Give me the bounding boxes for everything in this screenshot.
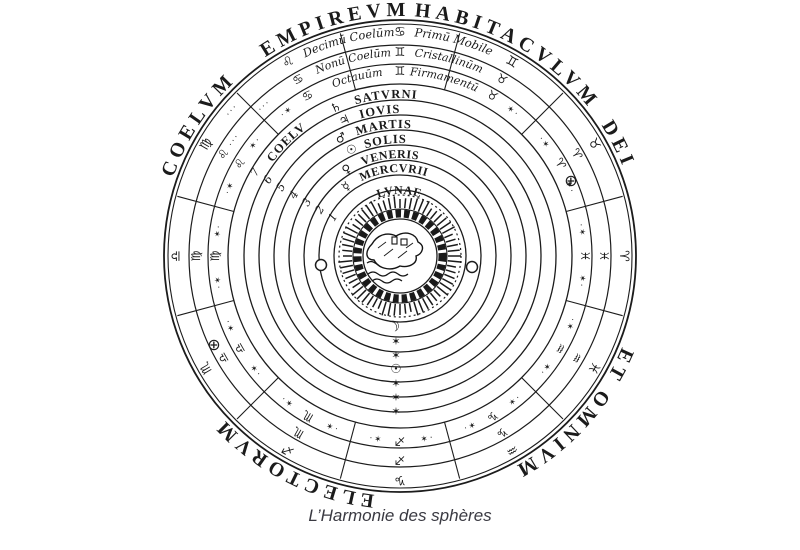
star-axis-icon: ✶ bbox=[391, 391, 400, 404]
star-cluster: ·✶ bbox=[213, 274, 225, 289]
division-line bbox=[339, 421, 357, 479]
venus-icon: ♀ bbox=[339, 161, 354, 178]
sphere-number-4: 4 bbox=[286, 188, 301, 201]
zodiac-libra-icon: ♎ bbox=[231, 340, 249, 356]
star-cluster: ·✶ bbox=[575, 223, 587, 238]
zodiac-division-lines bbox=[177, 33, 623, 479]
figure-caption: L’Harmonie des sphères bbox=[308, 506, 492, 525]
star-cluster: ✶· bbox=[504, 104, 521, 120]
sphere-number-2: 2 bbox=[312, 203, 327, 216]
zodiac-capricornus-icon: ♑ bbox=[494, 424, 510, 442]
sphere-number-5: 5 bbox=[274, 181, 289, 194]
mars-icon: ♂ bbox=[333, 129, 349, 146]
star-axis-icon: ✶ bbox=[391, 405, 400, 418]
earth-buildings bbox=[391, 236, 408, 246]
zodiac-leo-icon: ♌ bbox=[215, 146, 233, 162]
star-cluster: ·✶ bbox=[418, 431, 433, 443]
star-axis-icon: ✶ bbox=[391, 377, 400, 390]
star-cluster: ·✶ bbox=[279, 104, 296, 120]
inscription-electorum: ELECTORVM bbox=[210, 414, 376, 512]
division-line bbox=[177, 195, 235, 213]
division-line bbox=[521, 377, 564, 420]
zodiac-leo-icon: ♌ bbox=[231, 155, 249, 171]
star-cluster: ✶· bbox=[536, 360, 552, 377]
earth-landmass bbox=[366, 232, 424, 270]
division-line bbox=[565, 195, 623, 213]
zodiac-pisces-icon: ♓ bbox=[597, 251, 611, 262]
division-line bbox=[443, 421, 461, 479]
node-symbol-left: ⊕ bbox=[207, 335, 220, 354]
zodiac-cancer-icon: ♋ bbox=[299, 87, 315, 105]
star-cluster: ✶· bbox=[248, 135, 264, 152]
sun-icon: ☉ bbox=[344, 141, 360, 158]
star-cluster: ✶· bbox=[575, 274, 587, 289]
star-axis-icon: ✶ bbox=[391, 335, 400, 348]
firmament-stars: ✶··✶✶··✶✶··✶✶··✶✶··✶✶··✶✶··✶✶··✶✶··✶✶··✶… bbox=[213, 97, 587, 443]
star-cluster: ✶· bbox=[460, 418, 477, 432]
zodiac-aries-icon: ♈ bbox=[551, 155, 569, 172]
star-cluster: ✶· bbox=[213, 223, 225, 238]
zodiac-cancer-icon: ♋ bbox=[394, 25, 406, 40]
zodiac-gemini-icon: ♊ bbox=[395, 64, 406, 78]
division-line bbox=[521, 92, 564, 135]
star-cluster: ✶· bbox=[367, 431, 382, 443]
zodiac-virgo-icon: ♍ bbox=[208, 251, 222, 262]
zodiac-sagittarius-icon: ♐ bbox=[395, 453, 406, 467]
zodiac-capricornus-icon: ♑ bbox=[484, 407, 500, 425]
division-line bbox=[236, 377, 279, 420]
zodiac-aquarius-icon: ♒ bbox=[568, 350, 586, 366]
star-cluster: ✶· bbox=[279, 392, 296, 408]
inscription-omnium: OMNIVM bbox=[509, 386, 614, 483]
jupiter-icon: ♃ bbox=[337, 111, 352, 128]
zodiac-sagittarius-icon: ♐ bbox=[395, 434, 406, 448]
node-symbol-right: ⊕ bbox=[564, 171, 577, 190]
moon-label: LVNAE bbox=[375, 183, 424, 201]
zodiac-cancer-icon: ♋ bbox=[290, 71, 306, 89]
zodiac-aquarius-icon: ♒ bbox=[551, 340, 569, 356]
planet-symbols-axis: ☽✶✶☉✶✶✶ bbox=[383, 315, 403, 418]
star-cluster: ✶· bbox=[223, 316, 237, 333]
sphere-rings bbox=[163, 19, 637, 493]
sphere-number-6: 6 bbox=[261, 173, 276, 186]
zodiac-aries-icon: ♈ bbox=[568, 146, 586, 163]
zodiac-gemini-icon: ♊ bbox=[395, 45, 406, 59]
division-line bbox=[339, 33, 357, 91]
division-line bbox=[236, 92, 279, 135]
star-cluster: ·✶ bbox=[223, 179, 237, 196]
fire-ring-texture bbox=[338, 196, 462, 316]
zodiac-scorpius-icon: ♏ bbox=[299, 407, 315, 425]
planet-sphere-labels: COELV ♄ SATVRNI ♃ IOVIS ♂ MARTIS ☉ SOLIS… bbox=[264, 87, 430, 201]
inscription-coelum: COELVM bbox=[157, 68, 240, 180]
earth-center bbox=[338, 194, 462, 318]
star-cluster: ·✶ bbox=[536, 135, 552, 152]
right-node-circle bbox=[465, 260, 479, 274]
saturn-icon: ♄ bbox=[328, 99, 343, 116]
star-cluster: ··· bbox=[224, 102, 241, 119]
inscription-et: ET bbox=[601, 345, 637, 388]
division-line bbox=[177, 299, 235, 317]
star-axis-icon: ✶ bbox=[391, 349, 400, 362]
sphere-number-3: 3 bbox=[300, 196, 315, 209]
star-cluster: ·✶ bbox=[248, 360, 264, 377]
zodiac-virgo-icon: ♍ bbox=[189, 251, 203, 262]
zodiac-taurus-icon: ♉ bbox=[494, 71, 510, 89]
sphere-number-7: 7 bbox=[248, 166, 263, 179]
sphere-number-1: 1 bbox=[326, 211, 341, 224]
zodiac-scorpius-icon: ♏ bbox=[290, 424, 306, 442]
sun-axis-icon: ☉ bbox=[390, 361, 401, 376]
zodiac-taurus-icon: ♉ bbox=[484, 87, 500, 105]
star-cluster: ·✶ bbox=[504, 392, 521, 408]
division-line bbox=[443, 33, 461, 91]
zodiac-aries-icon: ♈ bbox=[616, 250, 631, 262]
zodiac-libra-icon: ♎ bbox=[169, 250, 184, 262]
zodiac-pisces-icon: ♓ bbox=[578, 251, 592, 262]
star-cluster: ··· bbox=[226, 131, 242, 148]
division-line bbox=[565, 299, 623, 317]
zodiac-capricornus-icon: ♑ bbox=[394, 472, 406, 487]
star-cluster: ·✶ bbox=[562, 316, 576, 333]
left-node-circle bbox=[314, 258, 328, 272]
star-cluster: ·✶ bbox=[323, 418, 340, 432]
air-ring-texture bbox=[353, 209, 447, 303]
